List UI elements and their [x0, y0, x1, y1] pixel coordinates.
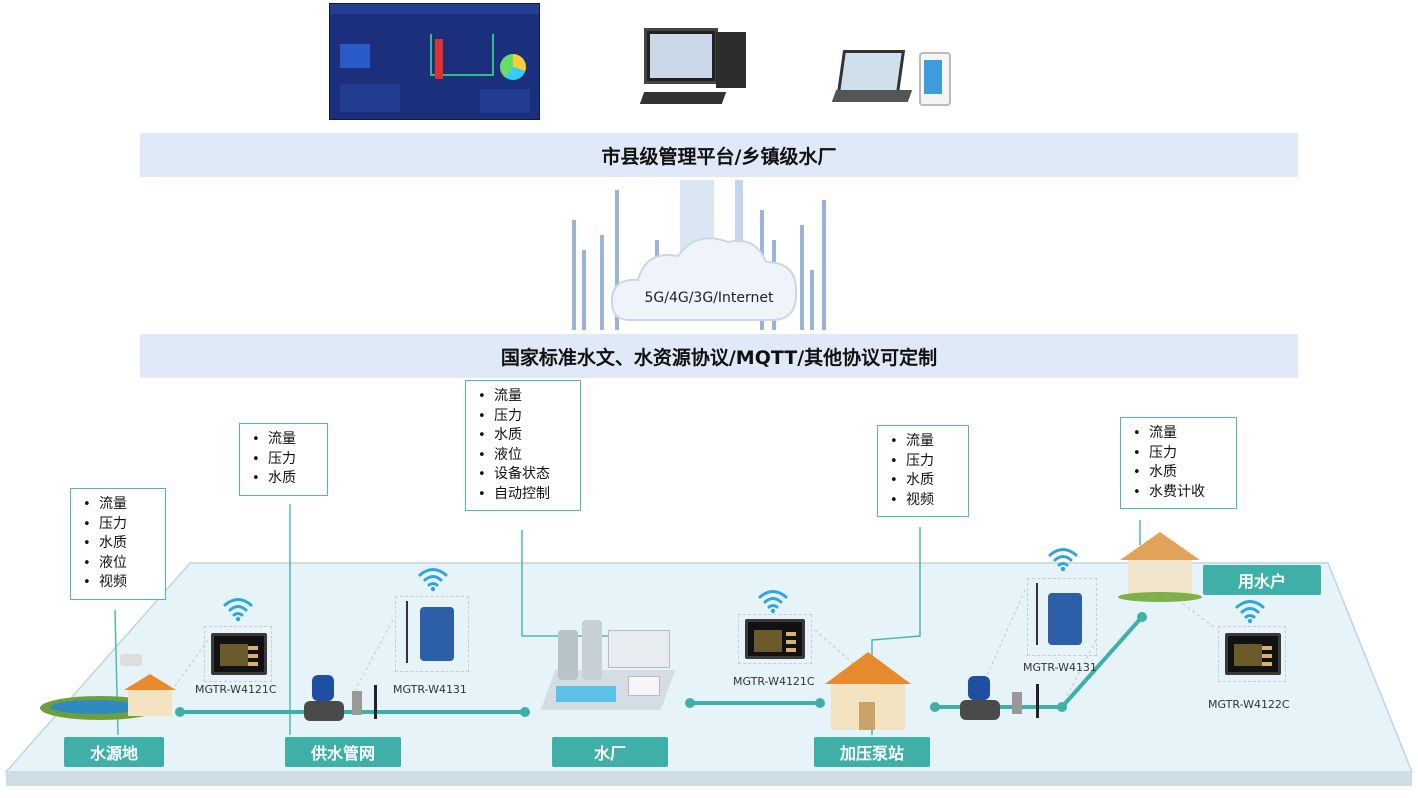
pump-info-box: 流量 压力 水质 视频 — [877, 425, 969, 517]
water-source-scene — [40, 654, 180, 730]
rtu-device-frame — [1027, 578, 1097, 656]
info-item: 水质 — [252, 469, 317, 489]
info-item: 流量 — [478, 387, 570, 407]
rtu-box-device — [420, 607, 454, 661]
info-item: 水费计收 — [1133, 483, 1226, 503]
rtu-device-frame — [738, 614, 812, 664]
info-item: 流量 — [890, 432, 958, 452]
station-tag-pump: 加压泵站 — [814, 737, 930, 767]
rtu-device-frame — [395, 596, 469, 672]
info-item: 压力 — [478, 407, 570, 427]
network-cloud-svg — [572, 180, 826, 330]
info-item: 流量 — [1133, 424, 1226, 444]
platform-banner-text: 市县级管理平台/乡镇级水厂 — [601, 145, 837, 168]
info-item: 水质 — [478, 426, 570, 446]
wifi-icon — [223, 598, 253, 622]
info-item: 流量 — [83, 495, 155, 515]
pump-station-house — [825, 652, 911, 734]
model-label: MGTR-W4121C — [733, 675, 815, 688]
network-label: 5G/4G/3G/Internet — [644, 290, 774, 306]
info-item: 自动控制 — [478, 485, 570, 505]
rtu-device-frame — [204, 626, 272, 682]
user-info-box: 流量 压力 水质 水费计收 — [1120, 417, 1237, 509]
rtu-screen-device — [211, 633, 267, 675]
station-tag-source: 水源地 — [64, 737, 164, 767]
info-item: 压力 — [83, 515, 155, 535]
info-item: 水质 — [890, 471, 958, 491]
info-item: 液位 — [83, 554, 155, 574]
wifi-icon — [1048, 548, 1078, 572]
wifi-icon — [418, 568, 448, 592]
protocol-banner-text: 国家标准水文、水资源协议/MQTT/其他协议可定制 — [500, 346, 938, 369]
info-item: 液位 — [478, 446, 570, 466]
station-tag-plant: 水厂 — [552, 737, 668, 767]
wifi-icon — [1235, 600, 1265, 624]
water-meter-valve — [958, 676, 1048, 726]
source-info-box: 流量 压力 水质 液位 视频 — [70, 488, 166, 600]
model-label: MGTR-W4131 — [393, 683, 467, 696]
info-item: 水质 — [1133, 463, 1226, 483]
rtu-box-device — [1048, 593, 1082, 645]
platform-banner: 市县级管理平台/乡镇级水厂 — [140, 133, 1298, 177]
station-tag-pipe: 供水管网 — [285, 737, 401, 767]
info-item: 压力 — [890, 452, 958, 472]
info-item: 压力 — [1133, 444, 1226, 464]
phone-image — [919, 52, 951, 106]
dashboard-screen-image — [329, 3, 540, 120]
water-plant-scene — [538, 610, 688, 730]
user-house — [1118, 532, 1202, 604]
model-label: MGTR-W4121C — [195, 683, 277, 696]
rtu-device-frame — [1218, 626, 1286, 682]
network-cloud-graphic: 5G/4G/3G/Internet — [560, 180, 850, 335]
protocol-banner: 国家标准水文、水资源协议/MQTT/其他协议可定制 — [140, 334, 1298, 378]
station-tag-user: 用水户 — [1203, 565, 1321, 595]
info-item: 视频 — [83, 573, 155, 593]
pipe-info-box: 流量 压力 水质 — [239, 423, 328, 496]
model-label: MGTR-W4131 — [1023, 661, 1097, 674]
water-meter-valve — [302, 675, 392, 725]
desktop-computer-image — [639, 26, 755, 110]
rtu-screen-device — [745, 619, 805, 659]
info-item: 压力 — [252, 450, 317, 470]
rtu-screen-device — [1225, 633, 1281, 675]
plant-info-box: 流量 压力 水质 液位 设备状态 自动控制 — [465, 380, 581, 511]
info-item: 水质 — [83, 534, 155, 554]
info-item: 设备状态 — [478, 465, 570, 485]
info-item: 流量 — [252, 430, 317, 450]
model-label: MGTR-W4122C — [1208, 698, 1290, 711]
info-item: 视频 — [890, 491, 958, 511]
wifi-icon — [758, 590, 788, 614]
